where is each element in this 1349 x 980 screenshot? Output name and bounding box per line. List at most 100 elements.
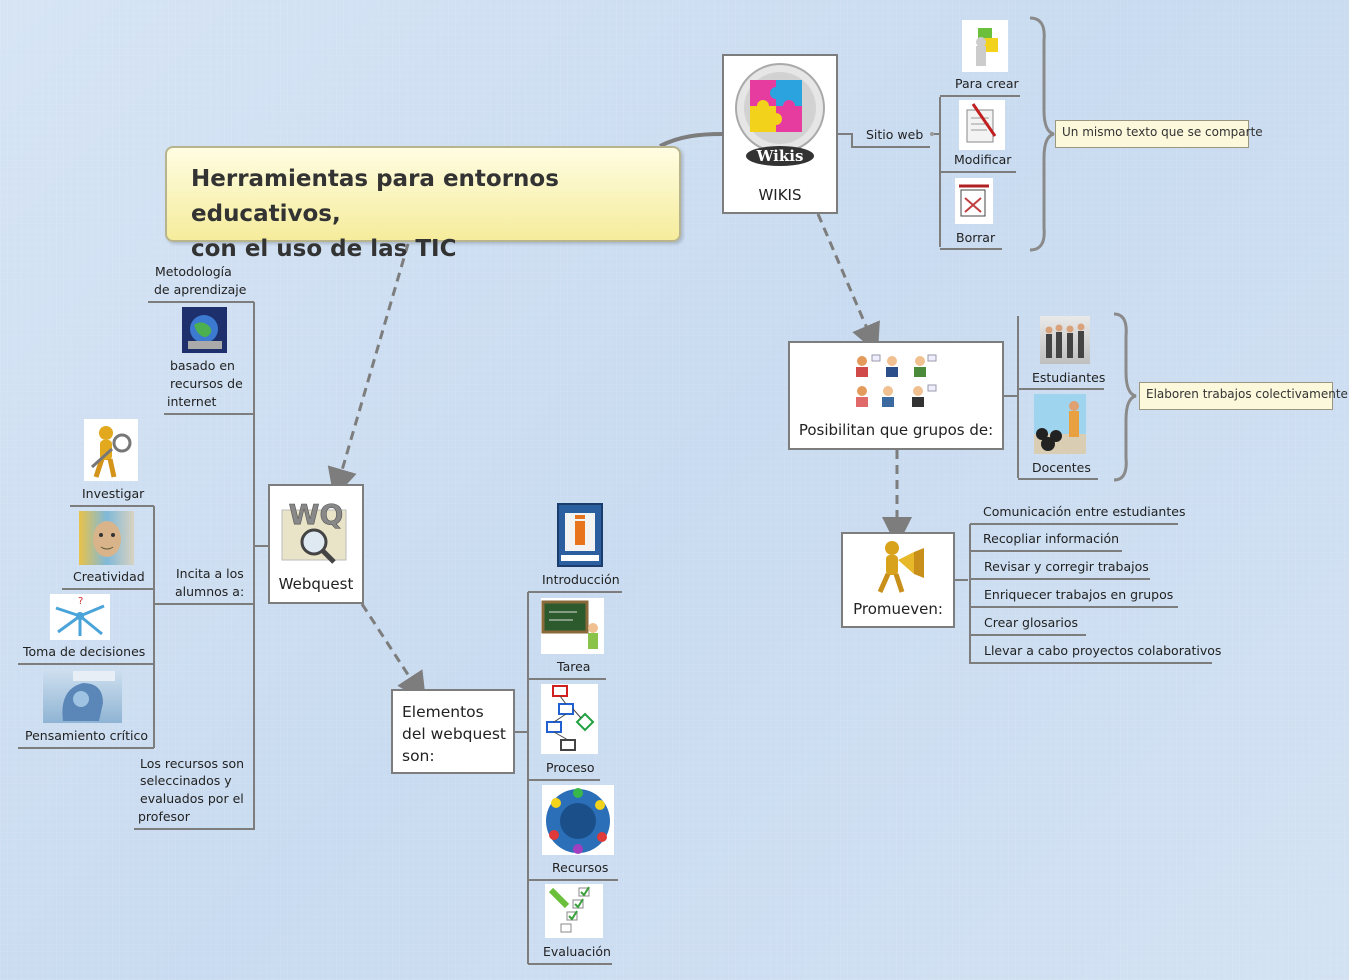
central-topic[interactable]: Herramientas para entornos educativos, c… (165, 146, 681, 262)
proceso-underline (528, 779, 600, 781)
borrar-icon (955, 178, 993, 224)
elementos-title-line3: son: (402, 747, 435, 765)
elementos-item-tarea[interactable]: Tarea (557, 659, 591, 674)
creatividad-underline (62, 588, 154, 590)
central-title-line1: Herramientas para entornos educativos, (191, 166, 559, 227)
promueven-item-2[interactable]: Recopliar información (983, 531, 1120, 546)
grupos-item-estudiantes[interactable]: Estudiantes (1032, 370, 1106, 385)
grupos-title: Posibilitan que grupos de: (798, 421, 994, 439)
tarea-board-icon (541, 598, 604, 654)
metodologia-line1[interactable]: Metodología (155, 264, 232, 279)
introduccion-icon (557, 503, 603, 567)
webquest-magnifier-icon: WQ (281, 498, 347, 564)
promueven-item-3-underline (970, 578, 1150, 580)
promueven-item-1-underline (970, 523, 1178, 525)
grupos-node[interactable]: Posibilitan que grupos de: (788, 341, 1004, 450)
elementos-item-proceso[interactable]: Proceso (546, 760, 595, 775)
central-wikis-connector (659, 132, 723, 148)
wikis-puzzle-globe-icon: Wikis (735, 63, 825, 166)
wikis-title: WIKIS (758, 186, 802, 204)
creatividad-face-icon (79, 511, 134, 565)
wikis-brace (1029, 16, 1055, 252)
incita-item-toma-de-decisiones[interactable]: Toma de decisiones (23, 644, 146, 659)
webquest-logo-text: WQ (289, 498, 344, 531)
central-title-line2: con el uso de las TIC (191, 236, 457, 262)
para-crear-underline (940, 95, 1020, 97)
promueven-item-4[interactable]: Enriquecer trabajos en grupos (984, 587, 1174, 602)
promueven-node[interactable]: Promueven: (841, 532, 955, 628)
tarea-underline (528, 678, 606, 680)
elementos-title-line2: del webquest (402, 725, 507, 743)
recursos-underline (134, 828, 254, 830)
wikis-logo-text: Wikis (756, 147, 804, 165)
incita-item-pensamiento-critico[interactable]: Pensamiento crítico (25, 728, 149, 743)
promueven-item-4-underline (970, 606, 1178, 608)
investigar-underline (70, 505, 154, 507)
basado-line1[interactable]: basado en (170, 358, 235, 373)
basado-line2[interactable]: recursos de (170, 376, 243, 391)
docentes-underline (1018, 478, 1098, 480)
promueven-item-1[interactable]: Comunicación entre estudiantes (983, 504, 1186, 519)
grupos-note[interactable]: Elaboren trabajos colectivamente (1139, 382, 1348, 410)
docentes-photo (1034, 394, 1086, 454)
borrar-underline (940, 248, 1002, 250)
basado-underline (164, 413, 254, 415)
pensamiento-underline (18, 747, 154, 749)
wikis-item-para-crear[interactable]: Para crear (955, 76, 1019, 91)
grupos-item-docentes[interactable]: Docentes (1032, 460, 1091, 475)
investigar-figure-icon (84, 419, 138, 481)
webquest-title: Webquest (278, 575, 354, 593)
promueven-item-5[interactable]: Crear glosarios (984, 615, 1079, 630)
grupos-brace (1113, 312, 1137, 482)
elementos-title-line1: Elementos (402, 703, 484, 721)
recursos-line4[interactable]: profesor (138, 809, 190, 824)
internet-globe-icon (182, 307, 227, 353)
incita-line2[interactable]: alumnos a: (175, 584, 245, 599)
promueven-title: Promueven: (853, 600, 943, 618)
incita-item-creatividad[interactable]: Creatividad (73, 569, 145, 584)
people-group-icon (856, 354, 937, 407)
recursos-item-underline (528, 879, 618, 881)
recursos-line2[interactable]: seleccinados y (140, 773, 232, 788)
incita-line1[interactable]: Incita a los (176, 566, 244, 581)
promueven-item-3[interactable]: Revisar y corregir trabajos (984, 559, 1149, 574)
recursos-line1[interactable]: Los recursos son (140, 756, 245, 771)
elementos-item-introduccion[interactable]: Introducción (542, 572, 620, 587)
modificar-underline (940, 171, 1016, 173)
incita-item-investigar[interactable]: Investigar (82, 486, 145, 501)
para-crear-icon (962, 20, 1008, 72)
modificar-icon (959, 100, 1005, 150)
webquest-node[interactable]: WQ Webquest (268, 484, 364, 604)
promueven-item-2-underline (970, 550, 1122, 552)
wikis-grupos-connector (816, 213, 880, 354)
metodologia-underline (148, 301, 254, 303)
wikis-note[interactable]: Un mismo texto que se comparte (1055, 120, 1263, 148)
elementos-node[interactable]: Elementos del webquest son: (391, 689, 515, 774)
elementos-item-evaluacion[interactable]: Evaluación (543, 944, 611, 959)
evaluacion-checklist-icon (545, 884, 603, 938)
decisiones-arrows-icon: ? (50, 594, 110, 640)
incita-underline (154, 603, 254, 605)
proceso-flowchart-icon (541, 684, 598, 754)
sitio-web-label[interactable]: Sitio web (866, 127, 924, 142)
introduccion-underline (528, 591, 622, 593)
promueven-item-6-underline (970, 662, 1212, 664)
promueven-item-5-underline (970, 634, 1086, 636)
central-webquest-connector (327, 243, 410, 499)
elementos-item-recursos[interactable]: Recursos (552, 860, 609, 875)
estudiantes-underline (1018, 388, 1104, 390)
pensamiento-head-icon (43, 669, 122, 723)
wikis-item-modificar[interactable]: Modificar (954, 152, 1012, 167)
basado-line3[interactable]: internet (167, 394, 217, 409)
evaluacion-underline (528, 963, 612, 965)
wikis-item-borrar[interactable]: Borrar (956, 230, 996, 245)
metodologia-line2[interactable]: de aprendizaje (154, 282, 247, 297)
recursos-line3[interactable]: evaluados por el (140, 791, 244, 806)
recursos-globe-icon (542, 785, 614, 855)
svg-text:?: ? (78, 596, 83, 607)
webquest-elementos-connector (360, 603, 427, 703)
promueven-item-6[interactable]: Llevar a cabo proyectos colaborativos (984, 643, 1222, 658)
wikis-node[interactable]: Wikis WIKIS (722, 54, 838, 214)
estudiantes-photo (1040, 316, 1090, 364)
